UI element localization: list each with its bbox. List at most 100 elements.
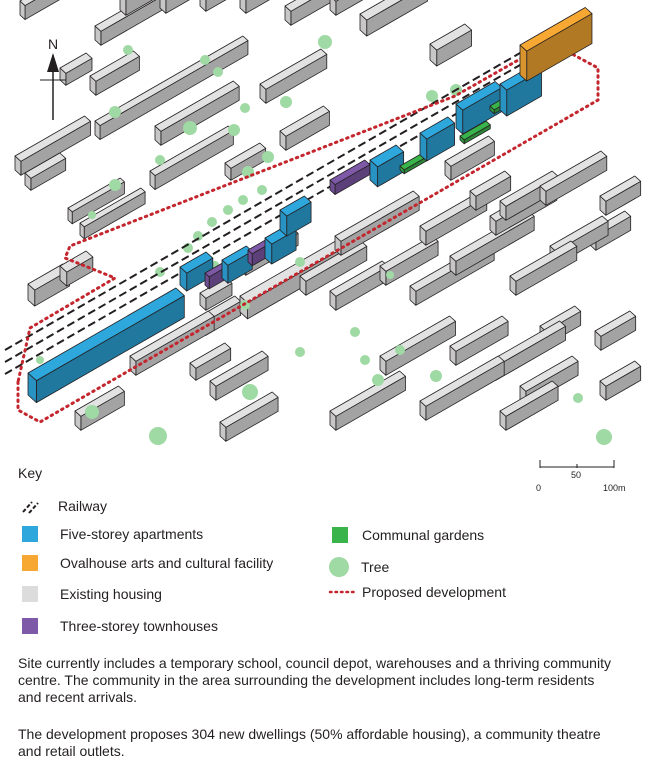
existing-building-48	[379, 315, 456, 376]
five-storey-block-1	[179, 251, 214, 292]
existing-building-55	[329, 370, 406, 431]
existing-building-54-roof	[499, 380, 559, 417]
tree-2	[200, 55, 210, 65]
existing-building-12-roof	[59, 52, 93, 74]
tree-38	[88, 211, 96, 219]
proposed-development-boundary	[16, 40, 600, 424]
five-storey-block-long	[27, 287, 185, 404]
key-five-storey-label: Five-storey apartments	[60, 526, 204, 542]
existing-building-56	[444, 135, 495, 181]
tree-6	[183, 121, 197, 135]
five-storey-block-5	[369, 144, 405, 188]
key-existing-label: Existing housing	[60, 586, 162, 602]
five-storey-block-7	[455, 81, 503, 135]
existing-building-53	[419, 355, 505, 421]
tree-36	[596, 429, 612, 445]
key-townhouses: Three-storey townhouses	[22, 618, 218, 634]
scale-label-50: 50	[571, 470, 582, 480]
existing-building-8-roof	[333, 0, 339, 2]
existing-building-2	[94, 0, 171, 46]
tree-16	[223, 205, 233, 215]
railway-icon	[22, 501, 39, 514]
existing-building-47-roof	[594, 310, 637, 337]
existing-building-29-roof	[209, 350, 269, 387]
tree-26	[360, 355, 370, 365]
north-arrow-head	[47, 53, 59, 72]
existing-building-46-roof	[539, 305, 582, 332]
existing-building-22	[79, 187, 146, 240]
communal-garden-2	[459, 120, 491, 145]
scale-label-100: 100m	[603, 483, 626, 493]
tree-37	[36, 356, 44, 364]
existing-building-27-roof	[129, 310, 215, 362]
existing-building-17-roof	[14, 115, 91, 162]
key-proposed: Proposed development	[328, 584, 506, 600]
key-railway-label: Railway	[58, 498, 108, 514]
existing-building-16	[279, 105, 330, 151]
existing-building-1-side	[24, 0, 60, 20]
townhouse-3	[329, 159, 371, 195]
five-storey-block-1-roof	[179, 251, 214, 274]
existing-building-42-roof	[599, 175, 642, 202]
proposed-development-outline	[16, 40, 600, 424]
tree-29	[430, 370, 442, 382]
tree-11	[155, 155, 165, 165]
existing-building-51-roof	[519, 355, 579, 392]
five-storey-block-long-roof	[27, 287, 185, 382]
existing-building-56-roof	[444, 135, 495, 167]
existing-building-41-roof	[539, 150, 608, 192]
five-storey-block-6-roof	[419, 116, 455, 140]
existing-building-49	[449, 315, 509, 366]
five-storey-block-6	[419, 116, 455, 162]
existing-building-49-roof	[449, 315, 509, 352]
tree-15	[238, 195, 248, 205]
key-tree: Tree	[328, 556, 389, 578]
tree-30	[242, 384, 258, 400]
key-five-storey: Five-storey apartments	[22, 526, 203, 542]
existing-building-44-roof	[549, 215, 609, 252]
tree-8	[280, 96, 292, 108]
existing-building-3	[119, 0, 154, 16]
existing-building-35	[379, 235, 439, 286]
tree-3	[318, 35, 332, 49]
existing-building-20-roof	[224, 142, 267, 169]
trees-layer	[36, 35, 612, 445]
existing-building-47	[594, 310, 637, 351]
existing-building-53-roof	[419, 355, 505, 407]
existing-building-15	[259, 48, 328, 104]
existing-building-52	[599, 360, 642, 401]
existing-building-2-roof	[94, 0, 157, 32]
tree-1	[123, 45, 133, 55]
existing-building-45	[509, 240, 578, 296]
tree-18	[193, 231, 203, 241]
development-description: The development proposes 304 new dwellin…	[18, 726, 601, 759]
scale-bar	[539, 460, 615, 468]
key-railway: Railway	[20, 497, 107, 515]
ovalhouse-arts-facility-roof	[519, 7, 593, 52]
tree-14	[257, 185, 267, 195]
existing-building-10-roof	[429, 23, 472, 51]
existing-building-1-roof	[19, 0, 36, 6]
scale-label-0: 0	[536, 483, 542, 493]
tree-9	[228, 124, 240, 136]
tree-4	[213, 67, 223, 77]
tree-5	[109, 106, 121, 118]
existing-building-34-roof	[334, 190, 420, 242]
existing-building-11-roof	[89, 50, 140, 82]
key-proposed-label: Proposed development	[362, 584, 506, 600]
tree-12	[109, 179, 121, 191]
existing-building-4-end	[159, 0, 167, 14]
existing-building-15-roof	[259, 48, 328, 90]
existing-building-16-roof	[279, 105, 330, 137]
existing-building-1	[19, 0, 60, 20]
tree-7	[240, 103, 250, 113]
existing-building-8	[329, 0, 364, 16]
five-storey-block-4	[279, 195, 312, 237]
existing-building-28-roof	[189, 342, 232, 369]
tree-32	[149, 427, 167, 445]
ovalhouse-arts-facility	[519, 7, 593, 82]
existing-building-30	[74, 385, 125, 431]
tree-22	[295, 257, 305, 267]
existing-building-31-roof	[219, 391, 279, 428]
site-description: Site currently includes a temporary scho…	[18, 655, 611, 705]
